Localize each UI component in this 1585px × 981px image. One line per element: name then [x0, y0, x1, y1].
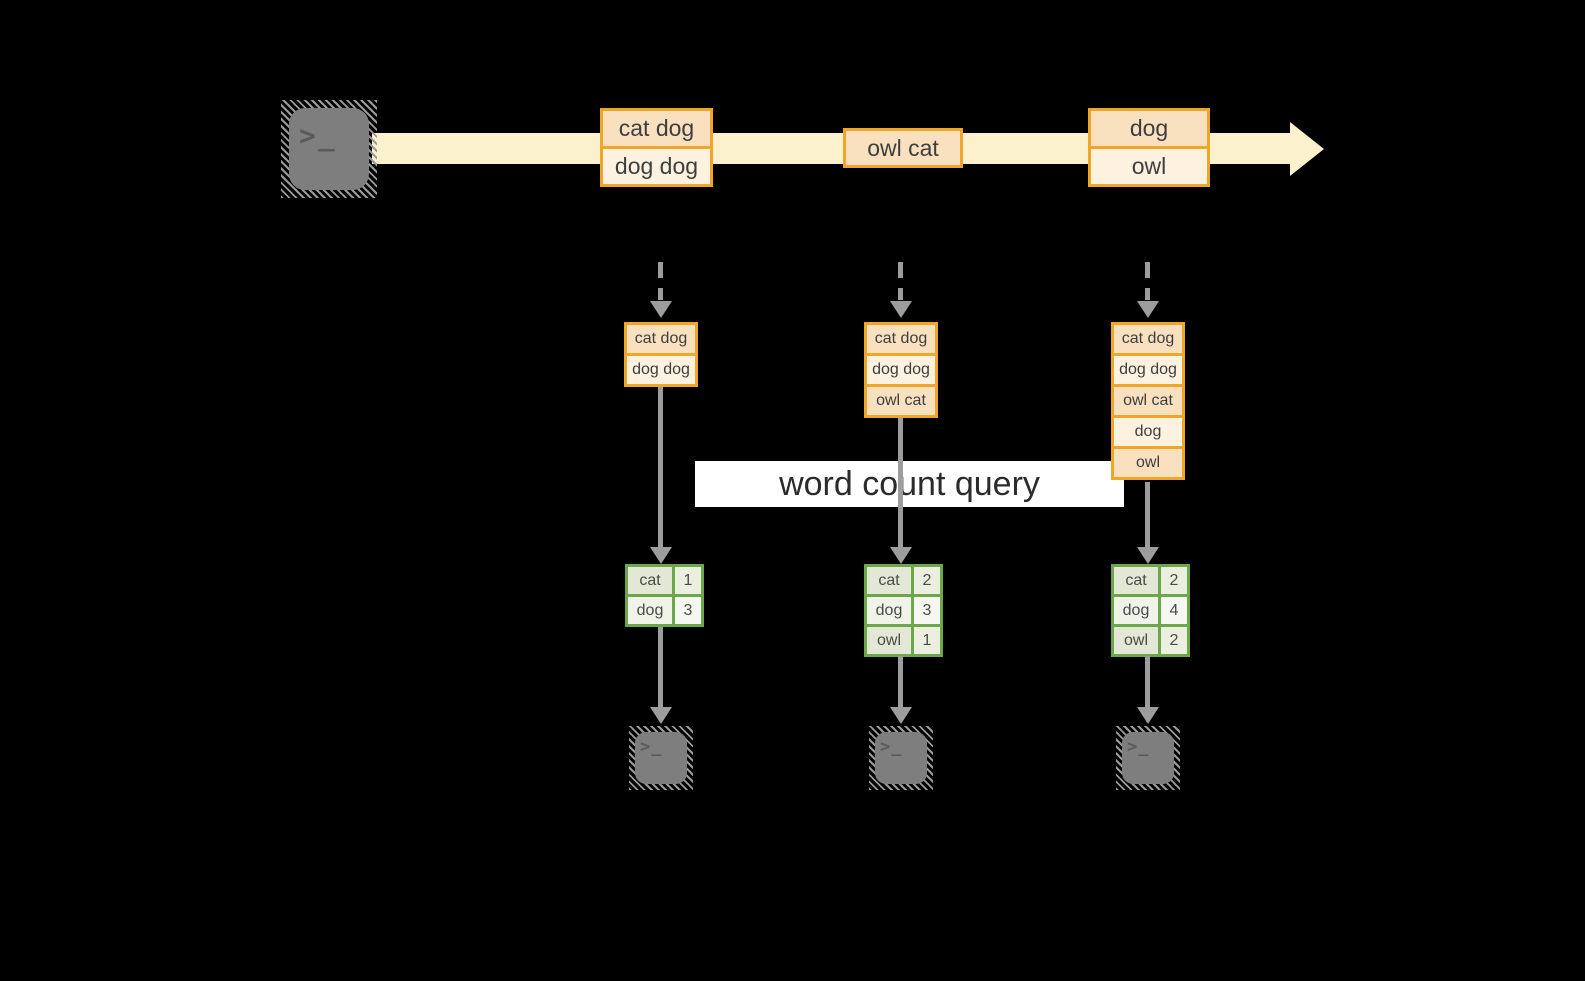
count-value-cell: 2: [1161, 567, 1187, 594]
buffer-line: cat dog: [867, 325, 935, 353]
terminal-body: [289, 108, 369, 190]
count-word-cell: dog: [628, 597, 672, 624]
count-word-cell: dog: [1114, 597, 1158, 624]
buffer-line: dog dog: [1114, 356, 1182, 384]
arrowhead-icon: [890, 707, 912, 724]
terminal-prompt-icon: >_: [640, 737, 663, 757]
event-line: owl: [1091, 149, 1207, 184]
flow-arrow: [1145, 656, 1150, 707]
buffer-line: dog dog: [627, 356, 695, 384]
count-word-cell: owl: [1114, 627, 1158, 654]
event-line: cat dog: [603, 111, 710, 146]
terminal-body: [1122, 732, 1174, 784]
terminal-prompt-icon: >_: [299, 119, 337, 152]
state-buffer: cat dog dog dog owl cat: [864, 322, 938, 418]
terminal-body: [635, 732, 687, 784]
terminal-body: [875, 732, 927, 784]
dashed-arrow: [1145, 262, 1150, 300]
flow-arrow: [1145, 482, 1150, 547]
flow-arrow: [898, 656, 903, 707]
count-word-cell: cat: [1114, 567, 1158, 594]
word-count-table: cat 1 dog 3: [625, 564, 704, 627]
buffer-line: dog: [1114, 418, 1182, 446]
arrowhead-icon: [650, 707, 672, 724]
count-word-cell: cat: [628, 567, 672, 594]
event-line: dog: [1091, 111, 1207, 146]
word-count-table: cat 2 dog 4 owl 2: [1111, 564, 1190, 657]
terminal-prompt-icon: >_: [880, 737, 903, 757]
buffer-line: owl: [1114, 449, 1182, 477]
arrowhead-icon: [650, 547, 672, 564]
query-label: word count query: [779, 464, 1040, 503]
flow-arrow: [658, 385, 663, 547]
terminal-icon: >_: [869, 726, 933, 790]
buffer-line: cat dog: [1114, 325, 1182, 353]
query-band: word count query: [695, 461, 1124, 507]
count-value-cell: 2: [914, 567, 940, 594]
arrowhead-icon: [1137, 707, 1159, 724]
buffer-line: owl cat: [1114, 387, 1182, 415]
count-value-cell: 1: [675, 567, 701, 594]
arrowhead-icon: [1137, 301, 1159, 318]
buffer-line: cat dog: [627, 325, 695, 353]
arrowhead-icon: [890, 547, 912, 564]
flow-arrow: [898, 418, 903, 547]
dashed-arrow: [658, 262, 663, 300]
terminal-icon: >_: [1116, 726, 1180, 790]
count-value-cell: 1: [914, 627, 940, 654]
buffer-line: owl cat: [867, 387, 935, 415]
dashed-arrow: [898, 262, 903, 300]
stream-event: cat dog dog dog: [600, 108, 713, 187]
count-value-cell: 3: [914, 597, 940, 624]
count-value-cell: 2: [1161, 627, 1187, 654]
event-line: dog dog: [603, 149, 710, 184]
stream-event: dog owl: [1088, 108, 1210, 187]
terminal-icon: >_: [281, 100, 377, 198]
count-word-cell: cat: [867, 567, 911, 594]
state-buffer: cat dog dog dog: [624, 322, 698, 387]
stream-event: owl cat: [843, 128, 963, 168]
count-value-cell: 3: [675, 597, 701, 624]
arrowhead-icon: [890, 301, 912, 318]
terminal-prompt-icon: >_: [1127, 737, 1150, 757]
flow-arrow: [658, 627, 663, 707]
arrowhead-icon: [1137, 547, 1159, 564]
stream-arrowhead-icon: [1290, 122, 1324, 176]
count-word-cell: owl: [867, 627, 911, 654]
event-line: owl cat: [846, 131, 960, 165]
arrowhead-icon: [650, 301, 672, 318]
count-value-cell: 4: [1161, 597, 1187, 624]
terminal-icon: >_: [629, 726, 693, 790]
buffer-line: dog dog: [867, 356, 935, 384]
word-count-table: cat 2 dog 3 owl 1: [864, 564, 943, 657]
state-buffer: cat dog dog dog owl cat dog owl: [1111, 322, 1185, 480]
count-word-cell: dog: [867, 597, 911, 624]
